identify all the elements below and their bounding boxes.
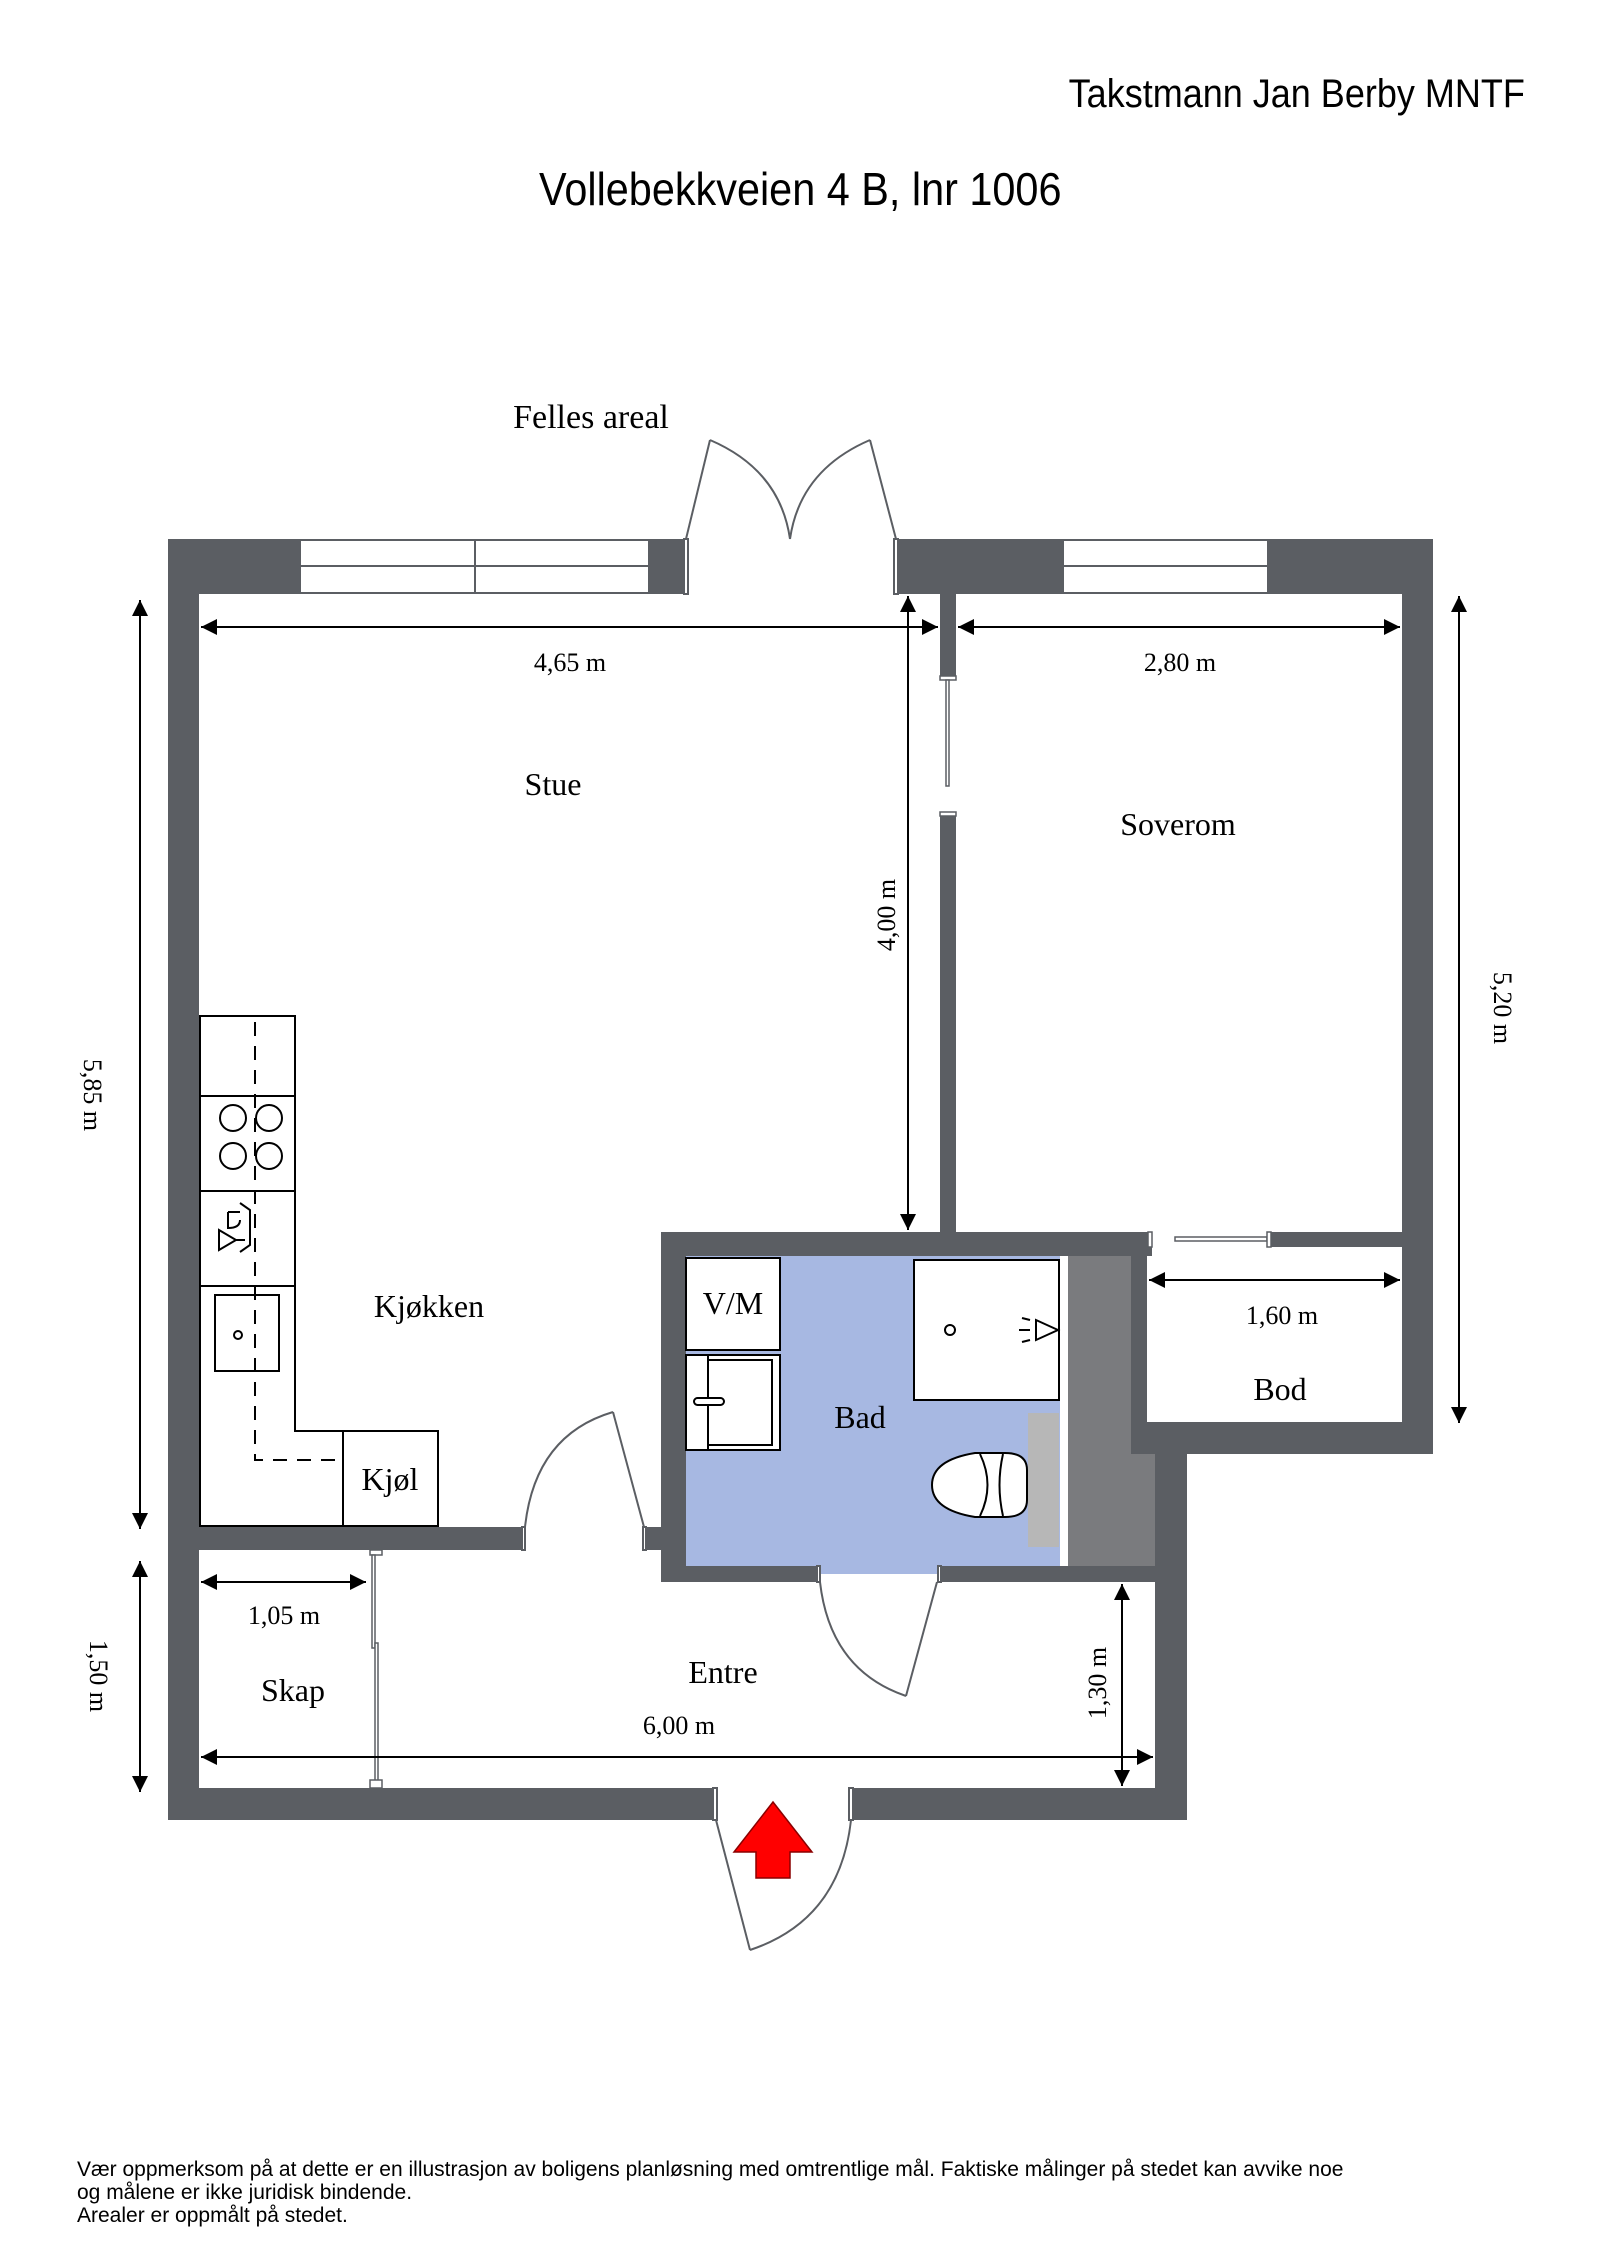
page-title: Vollebekkveien 4 B, lnr 1006 [0, 162, 1600, 216]
dishwasher-icon [218, 1202, 251, 1253]
stove-icon [219, 1104, 283, 1170]
room-label-kjokken: Kjøkken [374, 1288, 484, 1324]
shaft-lower [1068, 1454, 1155, 1566]
dim-soverom-width: 2,80 m [1144, 648, 1216, 677]
kitchen-door-icon[interactable] [521, 1411, 647, 1551]
dim-entre-width: 6,00 m [643, 1711, 715, 1740]
room-label-bad: Bad [834, 1399, 886, 1435]
skap-sliding-door[interactable] [369, 1549, 383, 1789]
dimension-lines [132, 596, 1467, 1792]
entry-door-icon[interactable] [712, 1787, 854, 1951]
room-label-vm: V/M [703, 1285, 763, 1321]
room-label-entre: Entre [688, 1654, 757, 1690]
felles-areal-label: Felles areal [513, 399, 669, 436]
double-door-icon[interactable] [683, 439, 899, 595]
kitchen-sink-icon [214, 1294, 280, 1372]
disclaimer-line-3: Arealer er oppmålt på stedet. [77, 2204, 348, 2227]
washing-machine-box [685, 1257, 781, 1351]
dim-skap-width: 1,05 m [248, 1601, 320, 1630]
entry-arrow-icon [732, 1800, 814, 1879]
room-label-kjol: Kjøl [362, 1461, 419, 1497]
bathroom-door-icon[interactable] [816, 1565, 942, 1697]
sliding-door-bod[interactable] [1147, 1231, 1272, 1248]
sliding-door-soverom[interactable] [939, 675, 957, 817]
dim-entre-depth: 1,30 m [1083, 1647, 1112, 1719]
disclaimer: Vær oppmerksom på at dette er en illustr… [77, 2158, 1343, 2227]
disclaimer-line-2: og målene er ikke juridisk bindende. [77, 2181, 413, 2204]
room-label-bod: Bod [1253, 1371, 1306, 1407]
disclaimer-line-1: Vær oppmerksom på at dette er en illustr… [77, 2158, 1344, 2181]
room-label-stue: Stue [525, 766, 582, 802]
dim-left-upper: 5,85 m [78, 1059, 107, 1131]
dim-stue-depth: 4,00 m [872, 879, 901, 951]
dim-stue-width: 4,65 m [534, 648, 606, 677]
address-text: Vollebekkveien 4 B, lnr 1006 [538, 163, 1062, 215]
toilet-panel [1028, 1413, 1059, 1547]
author-label: Takstmann Jan Berby MNTF [1068, 72, 1525, 116]
shower-icon [913, 1259, 1061, 1401]
dim-left-lower: 1,50 m [84, 1640, 113, 1712]
window-stue [299, 539, 650, 594]
toilet-icon [930, 1452, 1028, 1518]
walls [168, 539, 1433, 1820]
dim-bod-width: 1,60 m [1246, 1301, 1318, 1330]
room-label-skap: Skap [261, 1672, 325, 1708]
dim-soverom-depth: 5,20 m [1488, 972, 1517, 1044]
window-soverom [1062, 539, 1269, 594]
room-label-soverom: Soverom [1120, 806, 1236, 842]
bathroom-sink-icon [685, 1354, 781, 1451]
kitchen-counter [199, 1015, 439, 1527]
bathroom-door-floor [820, 1566, 938, 1574]
